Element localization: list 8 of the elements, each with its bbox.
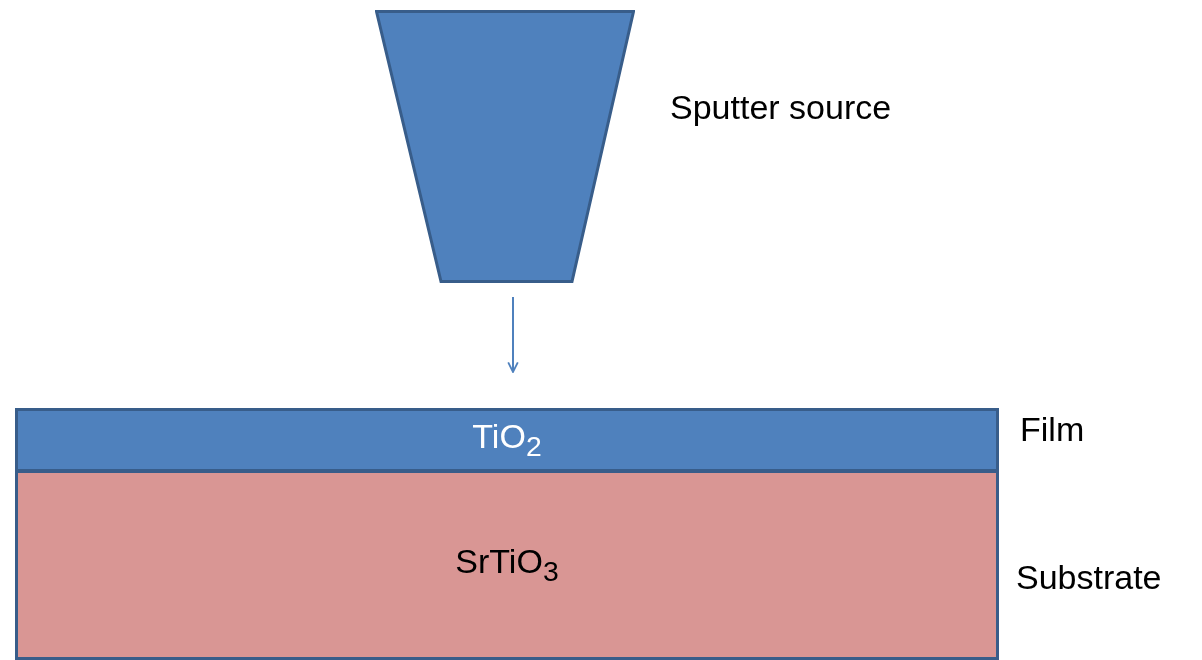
node-label: Film [1020, 410, 1085, 449]
node-label: Sputter source [670, 88, 892, 127]
substrate-layer [15, 470, 999, 660]
node-label: Substrate [1016, 558, 1162, 597]
film-layer [15, 408, 999, 472]
layer-label: TiO$_{2}$ [472, 417, 542, 463]
arrow [507, 296, 519, 373]
layer-label: SrTiO$_{3}$ [455, 542, 559, 588]
